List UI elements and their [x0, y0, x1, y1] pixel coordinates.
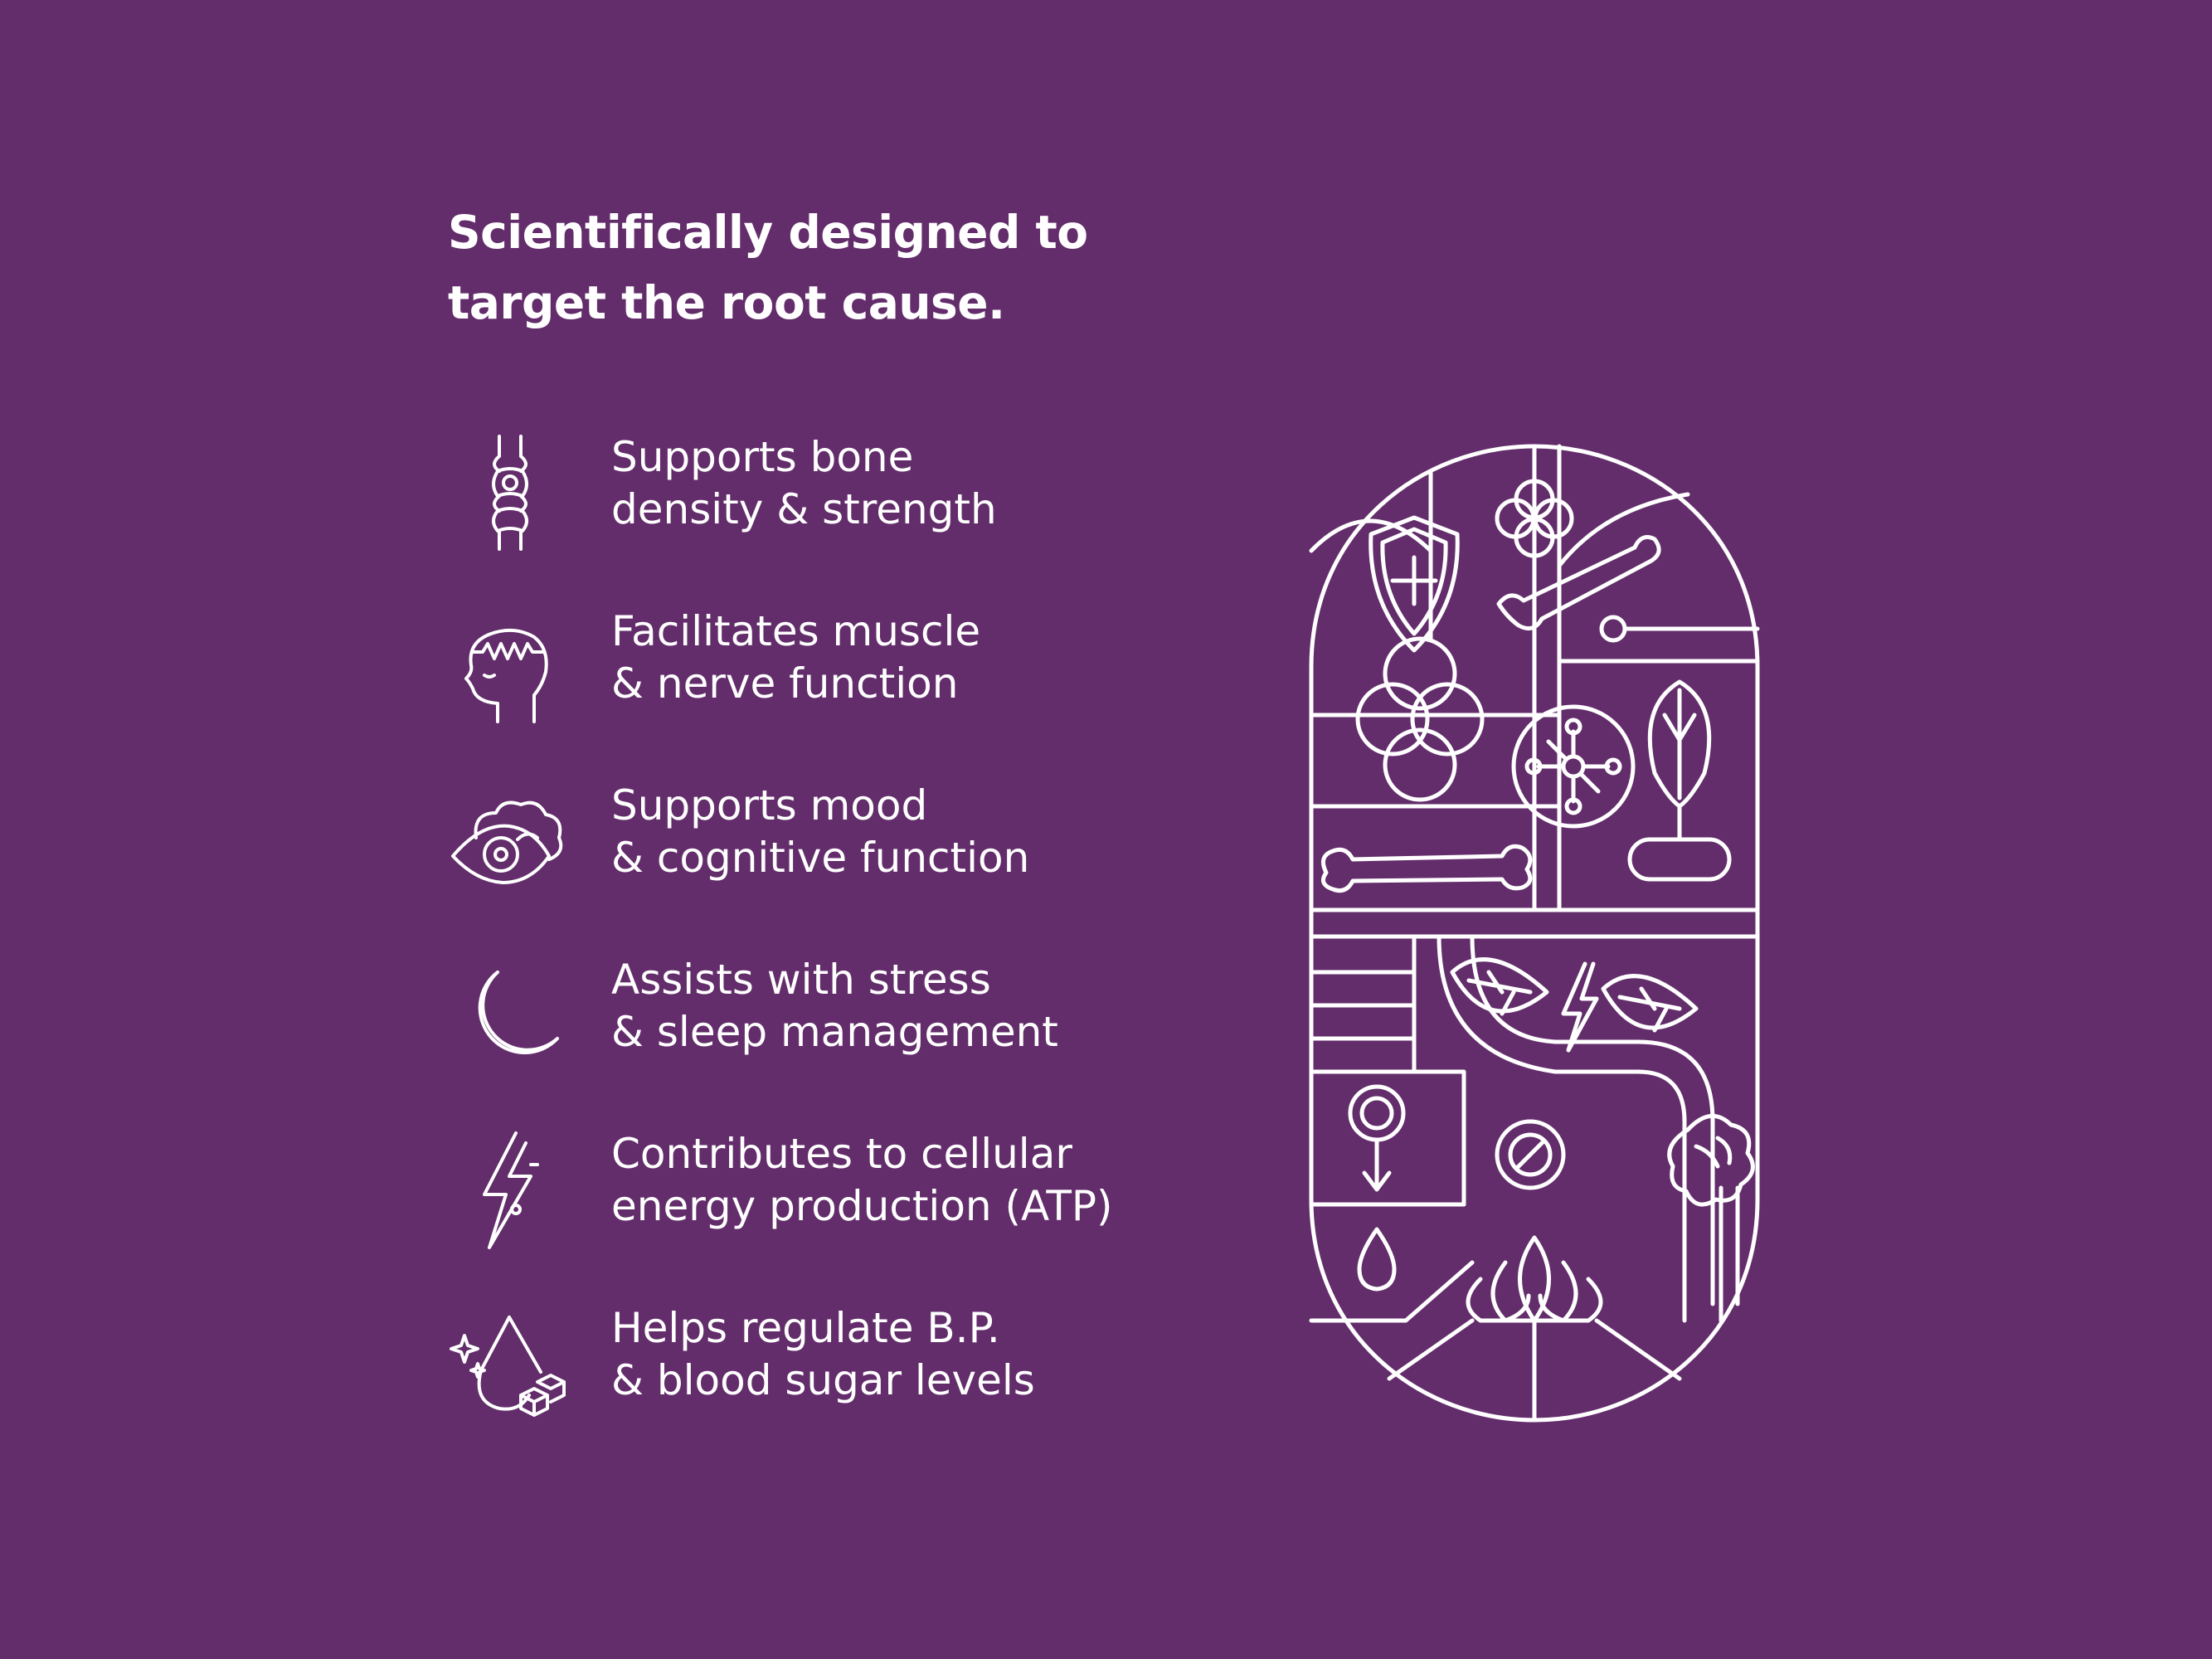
benefit-list: Supports bone density & strength Facilit… — [448, 431, 1277, 1477]
benefit-line-2: energy production (ATP) — [611, 1182, 1113, 1230]
benefit-item-cellular-energy: Contributes to cellular energy productio… — [448, 1128, 1277, 1302]
capsule-illustration — [1306, 441, 1762, 1425]
benefit-line-1: Supports mood — [611, 781, 928, 830]
benefit-item-mood-cognitive: Supports mood & cognitive function — [448, 780, 1277, 954]
benefit-line-2: density & strength — [611, 485, 997, 533]
benefit-line-1: Supports bone — [611, 433, 914, 481]
headline-line-2: target the root cause. — [448, 276, 1005, 329]
benefit-line-1: Contributes to cellular — [611, 1130, 1072, 1178]
joint-icon — [448, 431, 572, 556]
benefit-line-2: & cognitive function — [611, 834, 1030, 882]
page-headline: Scientifically designed to target the ro… — [448, 197, 1194, 338]
benefit-line-1: Helps regulate B.P. — [611, 1304, 1000, 1352]
benefit-line-1: Facilitates muscle — [611, 607, 981, 655]
benefit-line-1: Assists with stress — [611, 956, 991, 1004]
crescent-moon-icon — [448, 954, 572, 1078]
benefit-item-muscle-nerve: Facilitates muscle & nerve function — [448, 606, 1277, 780]
benefit-line-2: & sleep management — [611, 1008, 1058, 1056]
eye-brain-icon — [448, 780, 572, 904]
benefit-text: Assists with stress & sleep management — [611, 954, 1058, 1058]
benefit-text: Supports bone density & strength — [611, 431, 997, 536]
benefit-text: Helps regulate B.P. & blood sugar levels — [611, 1302, 1035, 1407]
benefit-line-2: & blood sugar levels — [611, 1356, 1035, 1404]
blood-drop-sugar-icon — [448, 1302, 572, 1427]
benefit-text: Supports mood & cognitive function — [611, 780, 1029, 884]
benefit-item-bone: Supports bone density & strength — [448, 431, 1277, 606]
benefit-text: Contributes to cellular energy productio… — [611, 1128, 1113, 1233]
benefit-text: Facilitates muscle & nerve function — [611, 606, 980, 710]
benefit-item-bp-blood-sugar: Helps regulate B.P. & blood sugar levels — [448, 1302, 1277, 1477]
benefit-item-stress-sleep: Assists with stress & sleep management — [448, 954, 1277, 1128]
benefit-line-2: & nerve function — [611, 659, 959, 708]
lightning-bolt-icon — [448, 1128, 572, 1253]
head-brainwave-icon — [448, 606, 572, 730]
headline-line-1: Scientifically designed to — [448, 206, 1088, 259]
